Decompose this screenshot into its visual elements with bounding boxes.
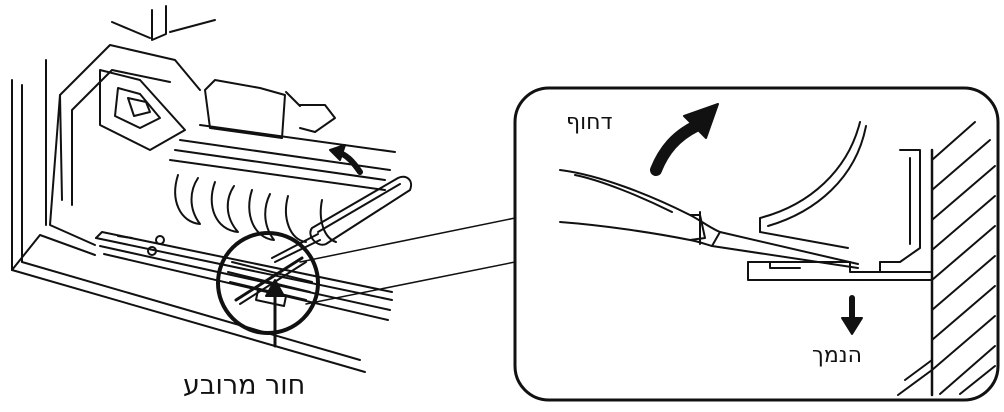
lower-label: הנמך xyxy=(812,343,862,368)
zoom-connector-bottom xyxy=(306,262,515,304)
indoor-unit-illustration xyxy=(12,6,411,372)
square-hole-label: חור מרובע xyxy=(183,370,305,401)
push-label: דחוף xyxy=(566,110,612,135)
